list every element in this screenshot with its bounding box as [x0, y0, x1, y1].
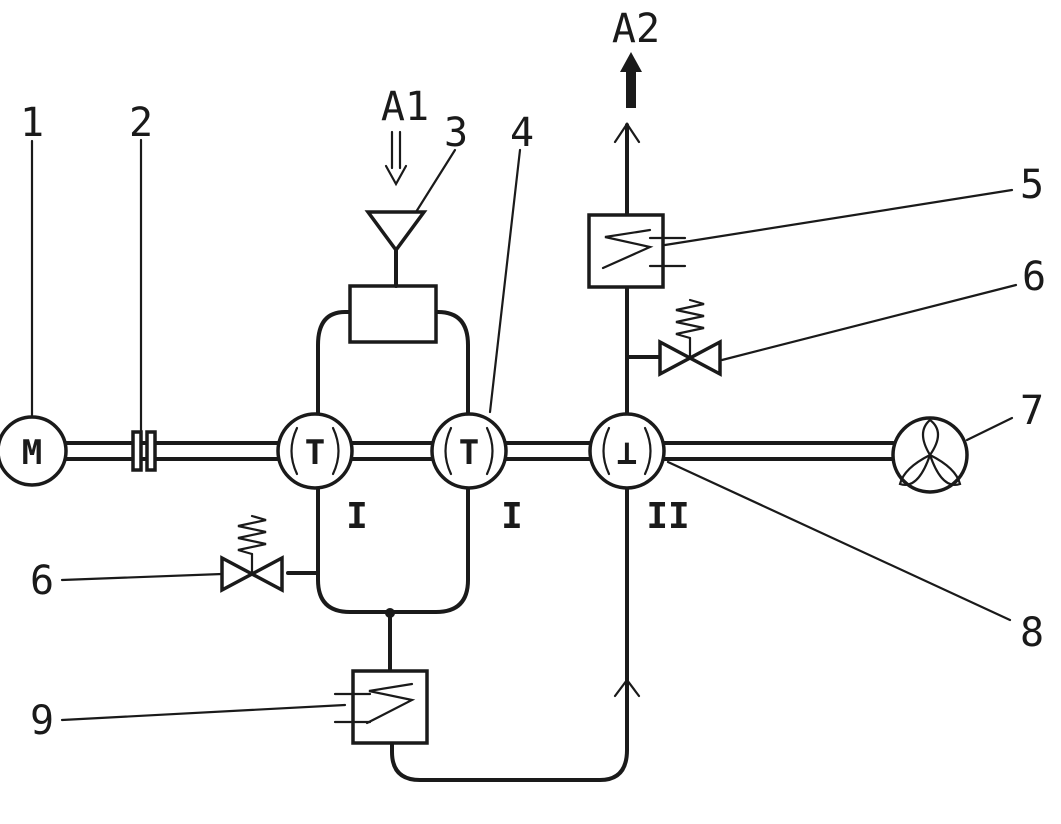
label-6-left: 6	[30, 558, 54, 604]
label-9: 9	[30, 698, 54, 744]
turbine-symbol-1: T	[305, 433, 325, 473]
label-3: 3	[444, 110, 468, 156]
compressor-symbol: ⊥	[617, 433, 637, 473]
relief-valve-icon	[220, 514, 284, 593]
label-1: 1	[20, 100, 44, 146]
label-4: 4	[510, 110, 534, 156]
turbine-loop-pipe	[286, 310, 470, 674]
turbine-symbol-2: T	[459, 433, 479, 473]
motor-symbol: M	[22, 433, 42, 473]
outlet-label: A2	[612, 6, 660, 52]
fan-icon	[891, 416, 969, 494]
inlet-label: A1	[381, 84, 429, 130]
stage-label-a: I	[346, 496, 368, 537]
stage-label-c: II	[646, 496, 689, 537]
process-line	[390, 123, 662, 782]
label-5: 5	[1020, 162, 1044, 208]
outlet-arrow-icon	[620, 52, 642, 108]
heat-exchanger-icon	[587, 213, 687, 289]
flow-arrow-icon	[613, 122, 641, 698]
relief-valve-icon	[658, 298, 722, 377]
leader-lines	[30, 138, 1018, 722]
compressor-icon: ⊥	[588, 412, 666, 490]
inlet-arrow-icon	[384, 130, 408, 187]
label-7: 7	[1020, 388, 1044, 434]
filter-icon	[348, 210, 438, 344]
heat-exchanger-icon	[333, 669, 429, 745]
turbine-icon: T	[430, 412, 508, 490]
motor-icon: M	[0, 415, 68, 487]
label-2: 2	[129, 100, 153, 146]
turbine-icon: T	[276, 412, 354, 490]
label-6-right: 6	[1022, 254, 1046, 300]
label-8: 8	[1020, 610, 1044, 656]
stage-label-b: I	[501, 496, 523, 537]
shaft	[62, 441, 895, 461]
coupling-icon	[131, 430, 157, 472]
